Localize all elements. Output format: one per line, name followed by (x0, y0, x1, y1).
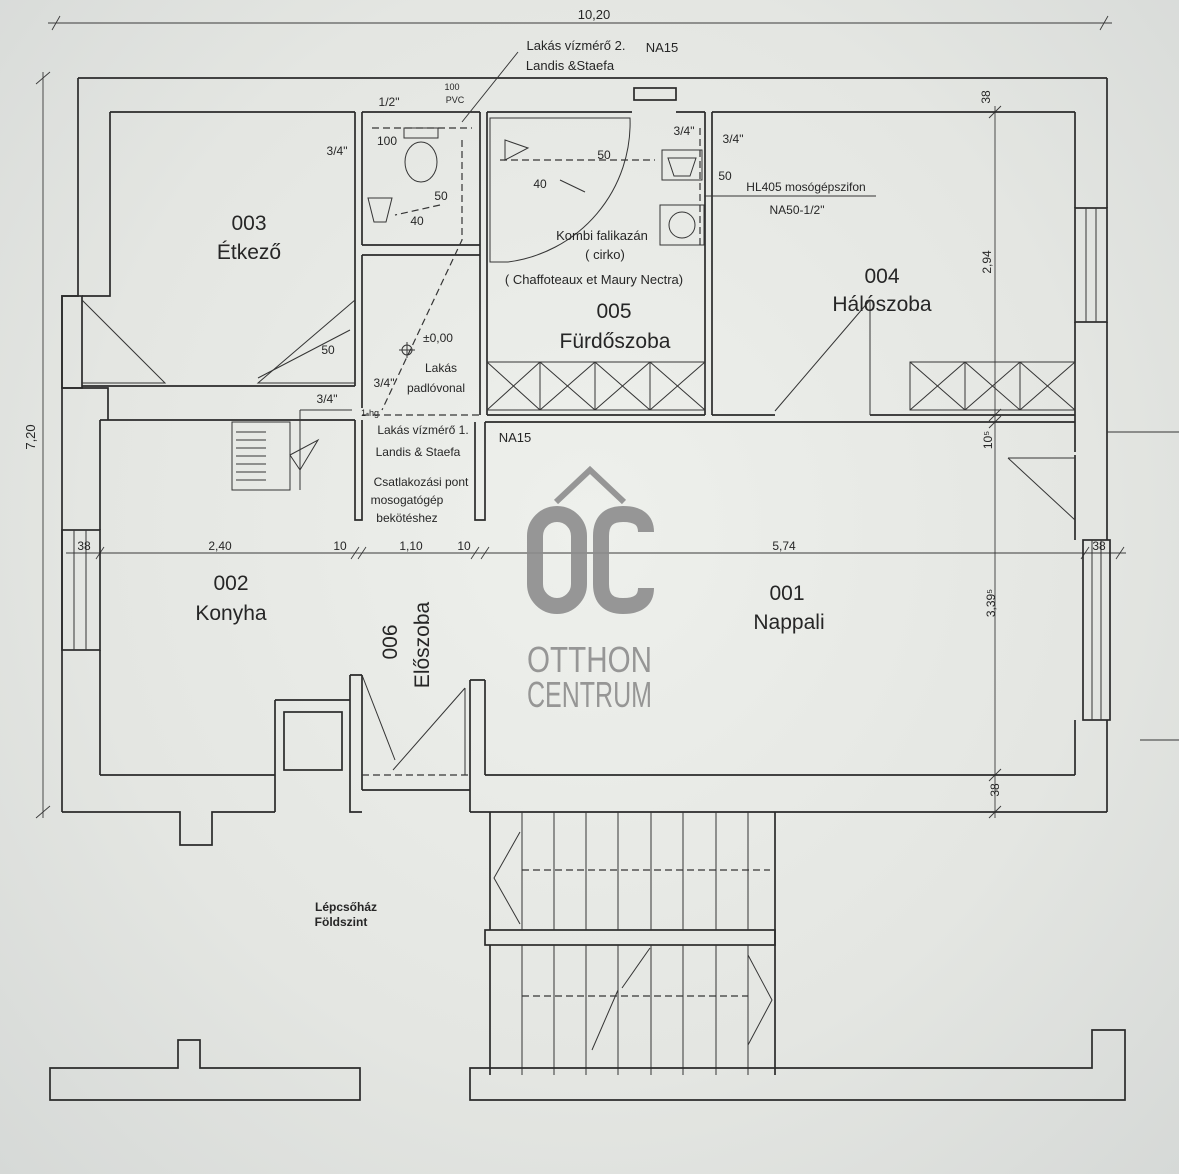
room-konyha-name: Konyha (195, 602, 267, 625)
dim-overall-width: 10,20 (578, 7, 611, 22)
room-eloszoba-number: 006 (379, 624, 402, 659)
door-swings (81, 299, 1076, 775)
room-eloszoba-name: Előszoba (411, 601, 434, 688)
dim-wall-1: 10 (333, 539, 347, 553)
watermark-line2: CENTRUM (527, 674, 652, 715)
dim-right-wall: 38 (1092, 539, 1106, 553)
dishwasher-line2: mosogatógép (371, 493, 444, 507)
logo-letter-c (593, 505, 654, 615)
dim-mid-wall: 10⁵ (981, 431, 995, 449)
dim-overall-height: 7,20 (23, 424, 38, 449)
bath-feed-b-label: 3/4" (723, 132, 744, 146)
siphon-50-label: 50 (718, 169, 732, 183)
room-labels: 003 Étkező 005 Fürdőszoba 004 Hálószoba … (195, 212, 932, 688)
dim-nappali-depth: 3,39⁵ (984, 589, 998, 617)
walls (61, 77, 1179, 846)
dim-eloszoba-width: 1,10 (399, 539, 423, 553)
water-meter-1-line2: Landis & Staefa (376, 445, 461, 459)
water-meter-1-line1: Lakás vízmérő 1. (377, 423, 468, 437)
kitchen-drain-label: 50 (321, 343, 335, 357)
wc-drain-label: 100 (377, 134, 397, 148)
roof-icon (553, 465, 627, 505)
dim-wall-2: 10 (457, 539, 471, 553)
floor-level-line2: padlóvonal (407, 381, 465, 395)
wc-branch-label: 50 (434, 189, 448, 203)
room-haloszoba-name: Hálószoba (832, 293, 932, 316)
dimension-labels: 10,20 7,20 38 2,40 10 1,10 10 5,74 38 38… (23, 7, 1106, 797)
stairwell-line2: Földszint (315, 915, 368, 929)
watermark-line1: OTTHON (527, 639, 652, 680)
otthon-centrum-watermark: OTTHON CENTRUM (527, 465, 654, 715)
floor-level-line1: Lakás (425, 361, 457, 375)
bath-drain-label: 50 (597, 148, 611, 162)
hall-feed-a-label: 3/4" (374, 376, 395, 390)
dim-haloszoba-depth: 2,94 (980, 250, 994, 274)
hg-label: 1-hg (361, 408, 379, 418)
logo-letter-o (527, 506, 587, 614)
na15-hall-label: NA15 (499, 430, 532, 445)
pipe-half-inch-label: 1/2" (379, 95, 400, 109)
siphon-line1: HL405 mosógépszifon (746, 180, 865, 194)
stairwell (484, 812, 776, 1075)
water-meter-2-line2: Landis &Staefa (526, 58, 615, 73)
boiler-line2: ( cirko) (585, 247, 625, 262)
room-haloszoba-number: 004 (864, 265, 899, 288)
dim-left-wall: 38 (77, 539, 91, 553)
water-meter-2-line1: Lakás vízmérő 2. (527, 38, 626, 53)
siphon-line2: NA50-1/2" (770, 203, 825, 217)
dim-nappali-width: 5,74 (772, 539, 796, 553)
bathroom-cabinets (486, 361, 706, 411)
hall-feed-b-label: 3/4" (317, 392, 338, 406)
pvc-material-label: PVC (446, 95, 465, 105)
room-furdoszoba-number: 005 (596, 300, 631, 323)
bath-sink-label: 40 (533, 177, 547, 191)
room-furdoszoba-name: Fürdőszoba (560, 330, 671, 353)
bedroom-wardrobe (909, 361, 1076, 411)
pvc-size-label: 100 (444, 82, 459, 92)
stairwell-label: Lépcsőház Földszint (315, 900, 377, 929)
floor-level-value: ±0,00 (423, 331, 453, 345)
room-nappali-number: 001 (769, 582, 804, 605)
room-etkezo-name: Étkező (217, 241, 281, 264)
boiler-line3: ( Chaffoteaux et Maury Nectra) (505, 272, 683, 287)
wc-feed-label: 3/4" (327, 144, 348, 158)
technical-annotations: Lakás vízmérő 2. Landis &Staefa NA15 100… (317, 38, 866, 525)
dim-top-wall: 38 (979, 90, 993, 104)
dishwasher-line3: bekötéshez (376, 511, 437, 525)
stairwell-line1: Lépcsőház (315, 900, 377, 914)
room-nappali-name: Nappali (753, 611, 824, 634)
na15-top-label: NA15 (646, 40, 679, 55)
ground-slabs (49, 1029, 1126, 1101)
dim-bottom-wall: 38 (988, 783, 1002, 797)
sanitary-fixtures (367, 117, 705, 263)
room-etkezo-number: 003 (231, 212, 266, 235)
plumbing-lines (231, 51, 876, 491)
wc-sink-label: 40 (410, 214, 424, 228)
dishwasher-line1: Csatlakozási pont (374, 475, 469, 489)
boiler-line1: Kombi falikazán (556, 228, 648, 243)
room-konyha-number: 002 (213, 572, 248, 595)
dim-konyha-width: 2,40 (208, 539, 232, 553)
bath-feed-a-label: 3/4" (674, 124, 695, 138)
